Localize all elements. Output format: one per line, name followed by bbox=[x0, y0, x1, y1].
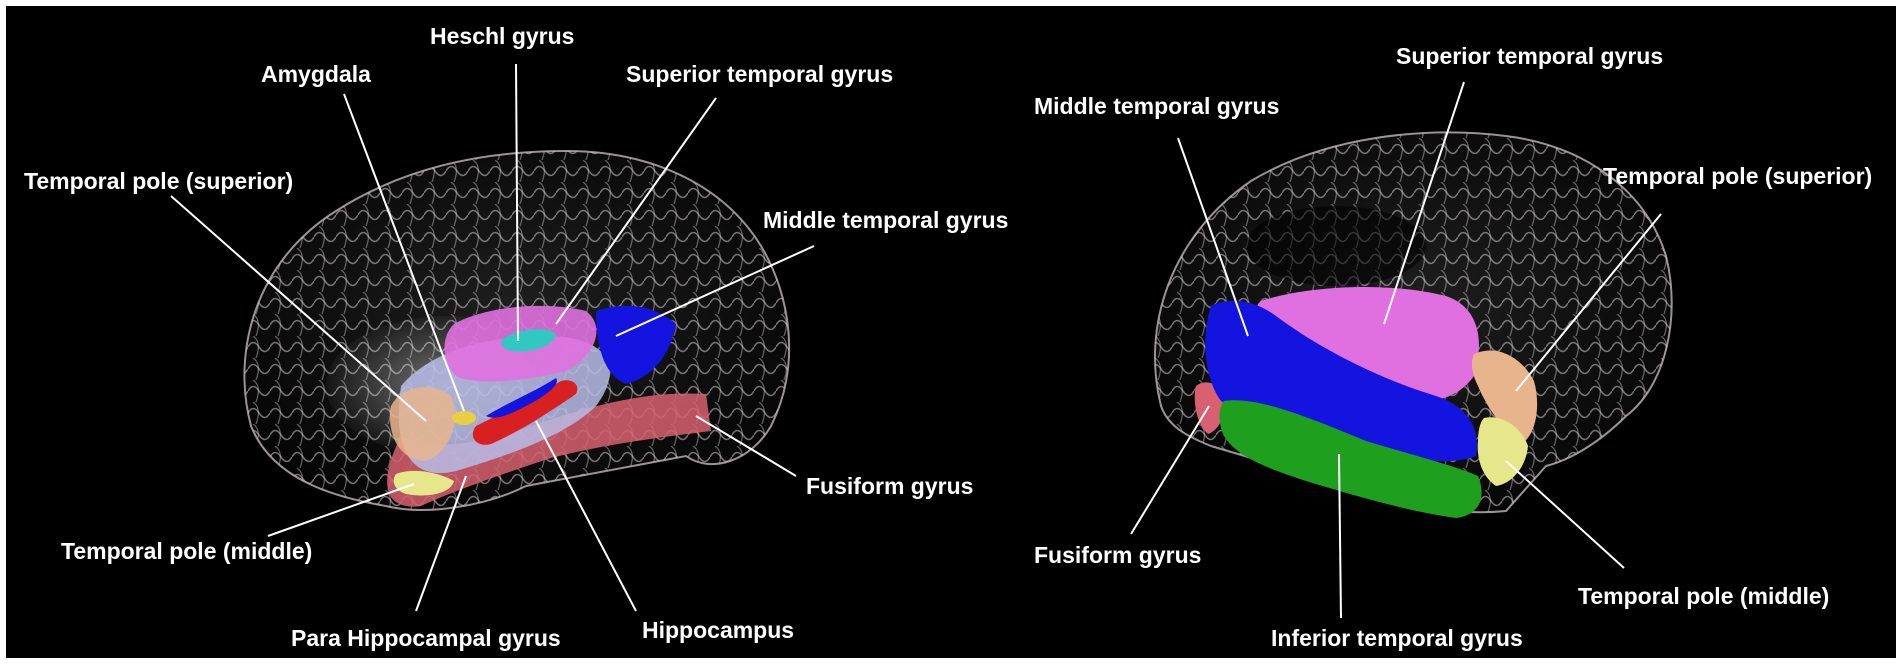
label-fusiform-gyrus-left: Fusiform gyrus bbox=[806, 473, 973, 499]
label-fusiform-gyrus-right: Fusiform gyrus bbox=[1034, 542, 1201, 568]
left-brain: Heschl gyrus Amygdala Superior temporal … bbox=[24, 23, 1008, 651]
left-hippocampus bbox=[472, 380, 578, 445]
right-brain: Superior temporal gyrus Middle temporal … bbox=[1034, 43, 1872, 651]
left-amygdala bbox=[452, 411, 476, 425]
figure-canvas: Heschl gyrus Amygdala Superior temporal … bbox=[6, 6, 1896, 658]
label-middle-temporal-gyrus-left: Middle temporal gyrus bbox=[763, 207, 1008, 233]
label-temporal-pole-superior-left: Temporal pole (superior) bbox=[24, 168, 293, 194]
left-temporal-pole-superior bbox=[390, 387, 455, 461]
label-superior-temporal-gyrus-left: Superior temporal gyrus bbox=[626, 61, 893, 87]
label-temporal-pole-superior-right: Temporal pole (superior) bbox=[1603, 163, 1872, 189]
brain-figure: Heschl gyrus Amygdala Superior temporal … bbox=[24, 23, 1872, 651]
left-heschl-gyrus bbox=[501, 329, 556, 352]
label-amygdala-left: Amygdala bbox=[261, 61, 371, 87]
label-superior-temporal-gyrus-right: Superior temporal gyrus bbox=[1396, 43, 1663, 69]
label-inferior-temporal-gyrus-right: Inferior temporal gyrus bbox=[1271, 625, 1523, 651]
right-superior-temporal-gyrus bbox=[1257, 286, 1479, 402]
label-hippocampus-left: Hippocampus bbox=[642, 617, 794, 643]
left-middle-temporal-gyrus bbox=[596, 305, 676, 384]
label-heschl-gyrus-left: Heschl gyrus bbox=[430, 23, 574, 49]
label-temporal-pole-middle-left: Temporal pole (middle) bbox=[61, 538, 312, 564]
left-temporal-pole-middle bbox=[393, 470, 454, 496]
left-parahippocampal-gyrus bbox=[387, 393, 711, 507]
label-parahippocampal-gyrus-left: Para Hippocampal gyrus bbox=[291, 625, 561, 651]
label-middle-temporal-gyrus-right: Middle temporal gyrus bbox=[1034, 93, 1279, 119]
right-temporal-pole-superior bbox=[1471, 350, 1538, 444]
right-inferior-temporal-gyrus bbox=[1219, 400, 1482, 518]
label-temporal-pole-middle-right: Temporal pole (middle) bbox=[1578, 583, 1829, 609]
